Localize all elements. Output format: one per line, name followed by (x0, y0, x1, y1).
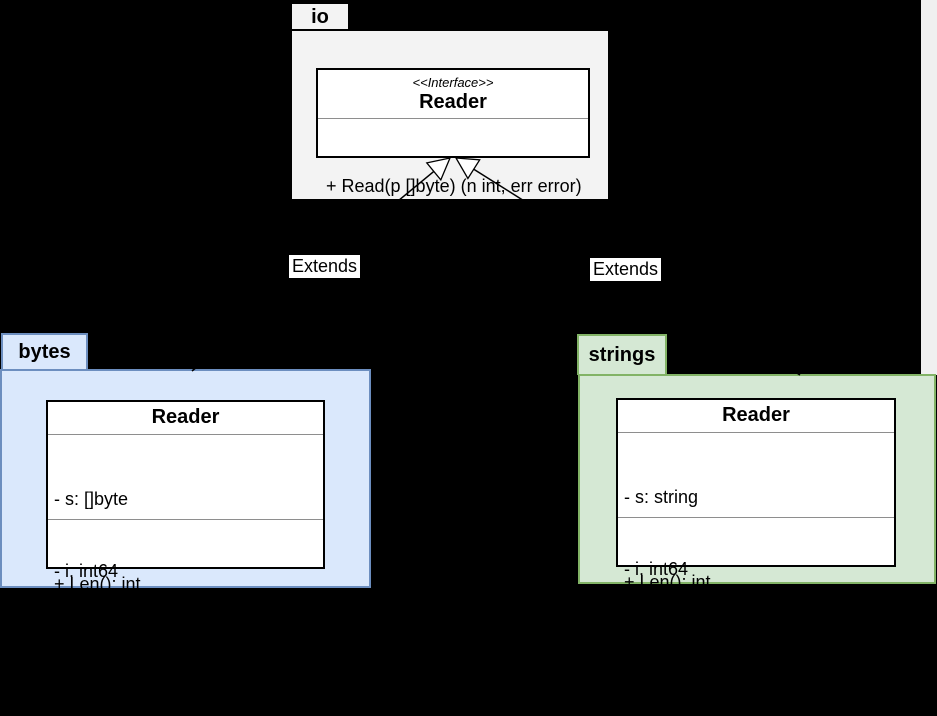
package-tab-strings[interactable]: strings (577, 334, 667, 375)
method-row: + Read(p []byte) (n int, err error) (326, 176, 582, 196)
package-tab-bytes-label: bytes (18, 341, 71, 363)
class-bytes-reader-attributes: - s: []byte - i: int64 - prevRune: int (48, 435, 323, 653)
class-strings-reader-attributes: - s: string - i: int64 - prevRune: int (618, 433, 894, 651)
class-io-reader[interactable]: <<Interface>> Reader + Read(p []byte) (n… (316, 68, 590, 196)
package-tab-io-label: io (311, 5, 329, 28)
edge-label-extends-strings[interactable]: Extends (590, 258, 662, 281)
edge-label-extends-bytes[interactable]: Extends (289, 255, 361, 278)
method-row: + Len(): int (624, 572, 711, 592)
package-tab-strings-label: strings (588, 344, 656, 366)
method-row: + Read(p []byte) (n int, err error) (54, 646, 310, 666)
class-strings-reader-header: Reader (618, 400, 894, 433)
class-io-reader-methods: + Read(p []byte) (n int, err error) (318, 119, 588, 246)
class-bytes-reader[interactable]: Reader - s: []byte - i: int64 - prevRune… (46, 400, 325, 666)
class-strings-reader-methods: + Len(): int + Read(p []byte) (n int, er… (618, 518, 894, 714)
package-tab-bytes[interactable]: bytes (1, 333, 88, 370)
class-name: Reader (151, 406, 220, 428)
stereotype-label: <<Interface>> (412, 75, 494, 90)
method-row: + Read(p []byte) (n int, err error) (624, 644, 880, 664)
package-tab-io[interactable]: io (290, 2, 350, 30)
attribute-row: - i: int64 (624, 559, 689, 579)
class-io-reader-header: <<Interface>> Reader (318, 70, 588, 119)
attribute-row: - s: []byte (54, 489, 129, 509)
class-name: Reader (419, 91, 487, 113)
attribute-row: - s: string (624, 487, 699, 507)
class-bytes-reader-header: Reader (48, 402, 323, 435)
canvas-right-gutter (921, 0, 937, 375)
method-row: + Len(): int (54, 574, 141, 594)
class-name: Reader (722, 404, 790, 426)
attribute-row: - i: int64 (54, 561, 119, 581)
class-strings-reader[interactable]: Reader - s: string - i: int64 - prevRune… (616, 398, 896, 664)
class-bytes-reader-methods: + Len(): int + Read(p []byte) (n int, er… (48, 520, 323, 716)
